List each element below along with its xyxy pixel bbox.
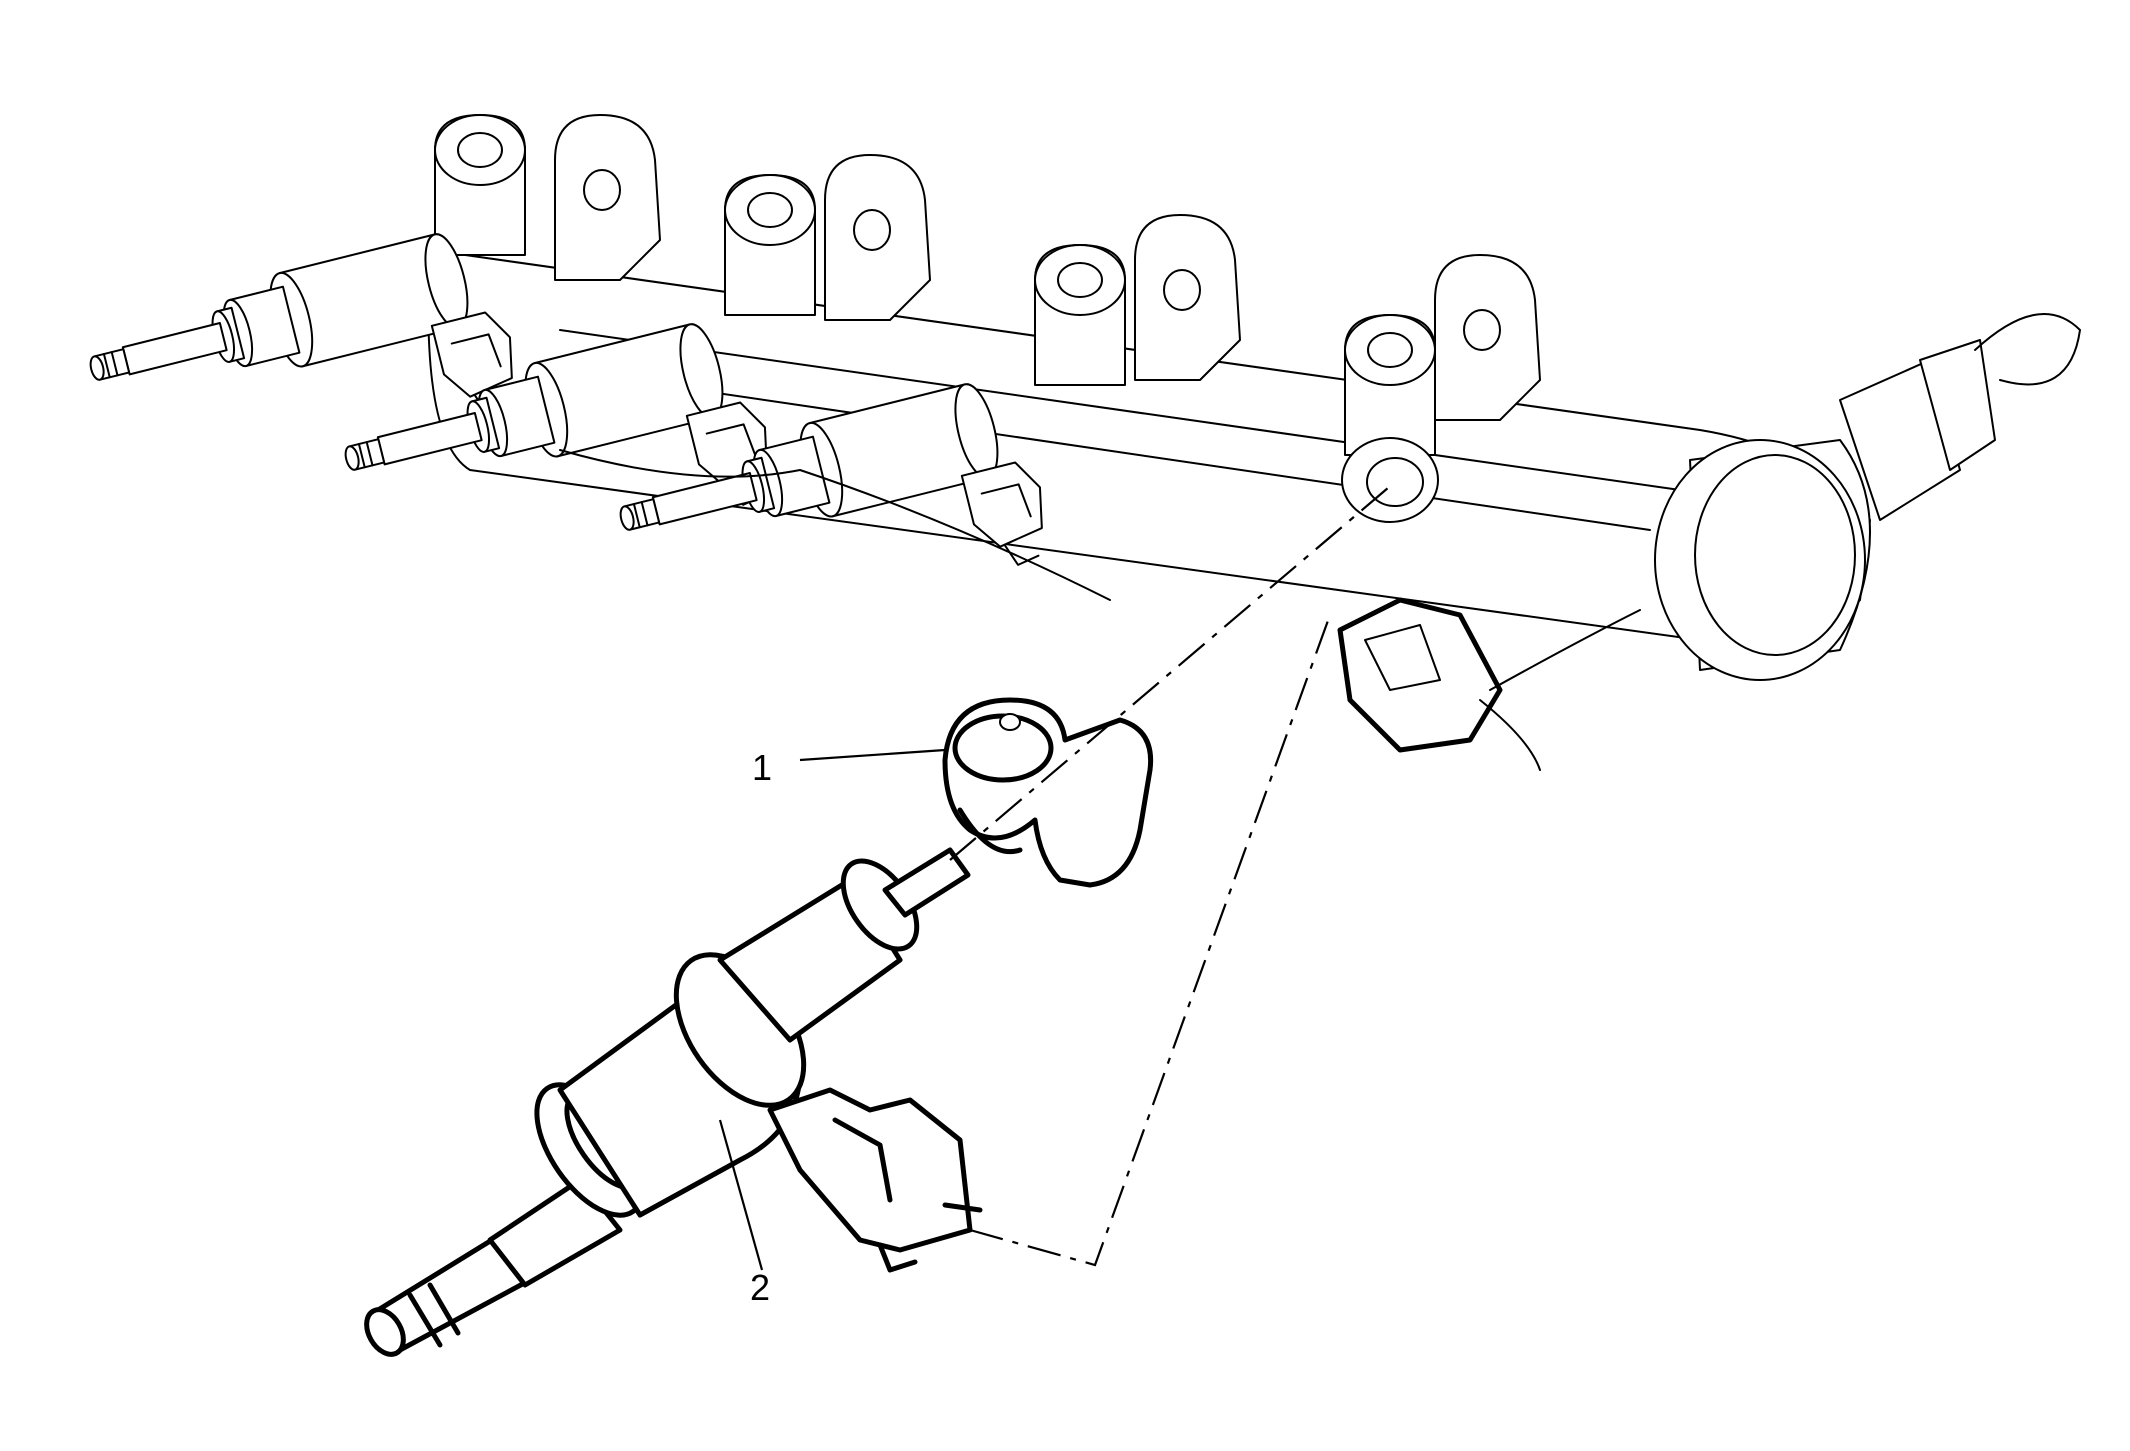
fuel-pressure-sensor	[1654, 313, 2081, 681]
callout-1-label: 1	[752, 747, 772, 788]
callout-1-group: 1	[752, 747, 946, 788]
open-injector-cup	[1341, 437, 1439, 523]
fuel-rail-assembly	[78, 114, 2081, 771]
fuel-injector	[364, 847, 983, 1357]
rail-harness-connector	[1337, 597, 1641, 771]
callout-2-group: 2	[718, 1119, 770, 1308]
assembly-centerlines	[949, 481, 1396, 1267]
callout-2-label: 2	[750, 1267, 770, 1308]
injector-retainer-clip	[942, 697, 1154, 888]
